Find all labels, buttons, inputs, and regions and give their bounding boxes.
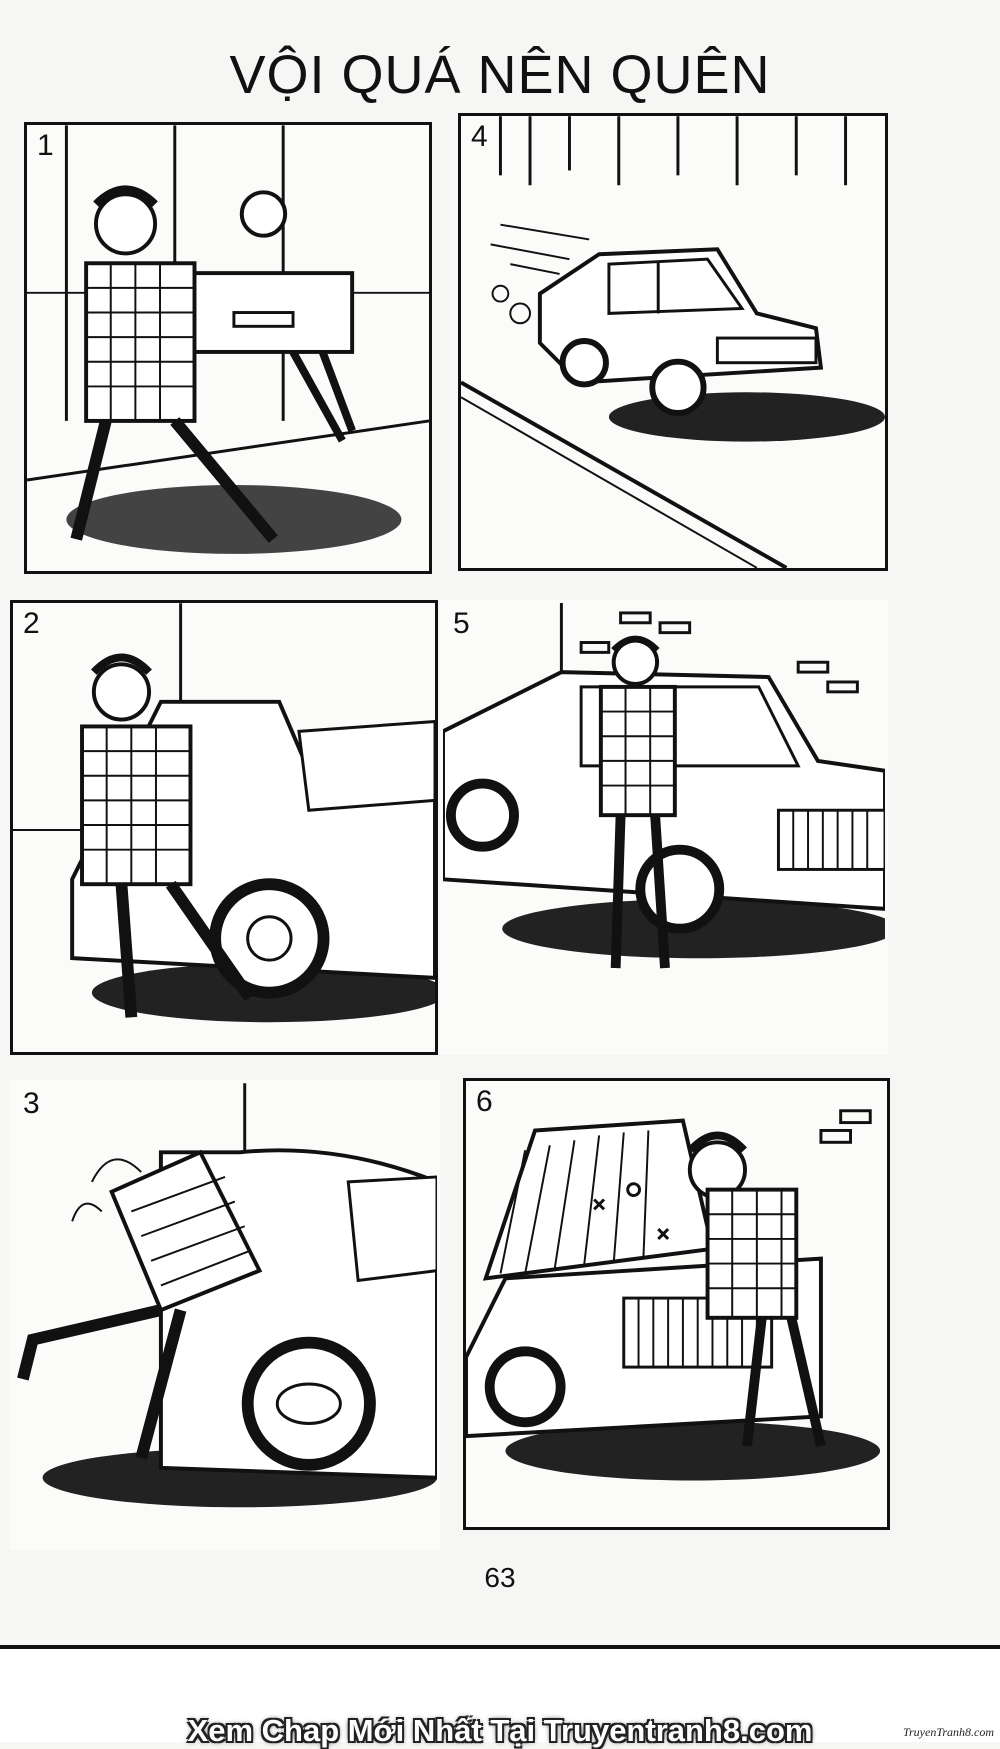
panel-number: 2	[23, 607, 40, 640]
panel-4-illustration	[461, 116, 885, 568]
panel-number: 3	[23, 1087, 40, 1120]
comic-panel-2: 2	[10, 600, 438, 1055]
panel-1-illustration	[27, 125, 429, 554]
comic-panel-1: 1	[24, 122, 432, 574]
comic-panel-6: 6	[463, 1078, 890, 1530]
footer-bar	[0, 1649, 1000, 1742]
panel-2-illustration	[13, 603, 435, 1023]
comic-panel-3: 3	[10, 1080, 440, 1550]
panel-6-illustration	[466, 1109, 881, 1481]
panel-3-illustration	[17, 1083, 437, 1508]
panel-number: 5	[453, 607, 470, 640]
watermark: TruyenTranh8.com	[902, 1725, 994, 1739]
page-title: VỘI QUÁ NÊN QUÊN	[229, 45, 771, 105]
panel-5-illustration	[443, 603, 885, 969]
panel-number: 1	[37, 129, 54, 162]
comic-panel-5: 5	[440, 600, 888, 1055]
footer-link[interactable]: Xem Chap Mới Nhất Tại Truyentranh8.com	[187, 1713, 813, 1748]
panel-number: 6	[476, 1085, 493, 1118]
comic-panel-4: 4	[458, 113, 888, 571]
footer-divider	[0, 1645, 1000, 1649]
page-number: 63	[484, 1562, 516, 1593]
panel-number: 4	[471, 120, 488, 153]
